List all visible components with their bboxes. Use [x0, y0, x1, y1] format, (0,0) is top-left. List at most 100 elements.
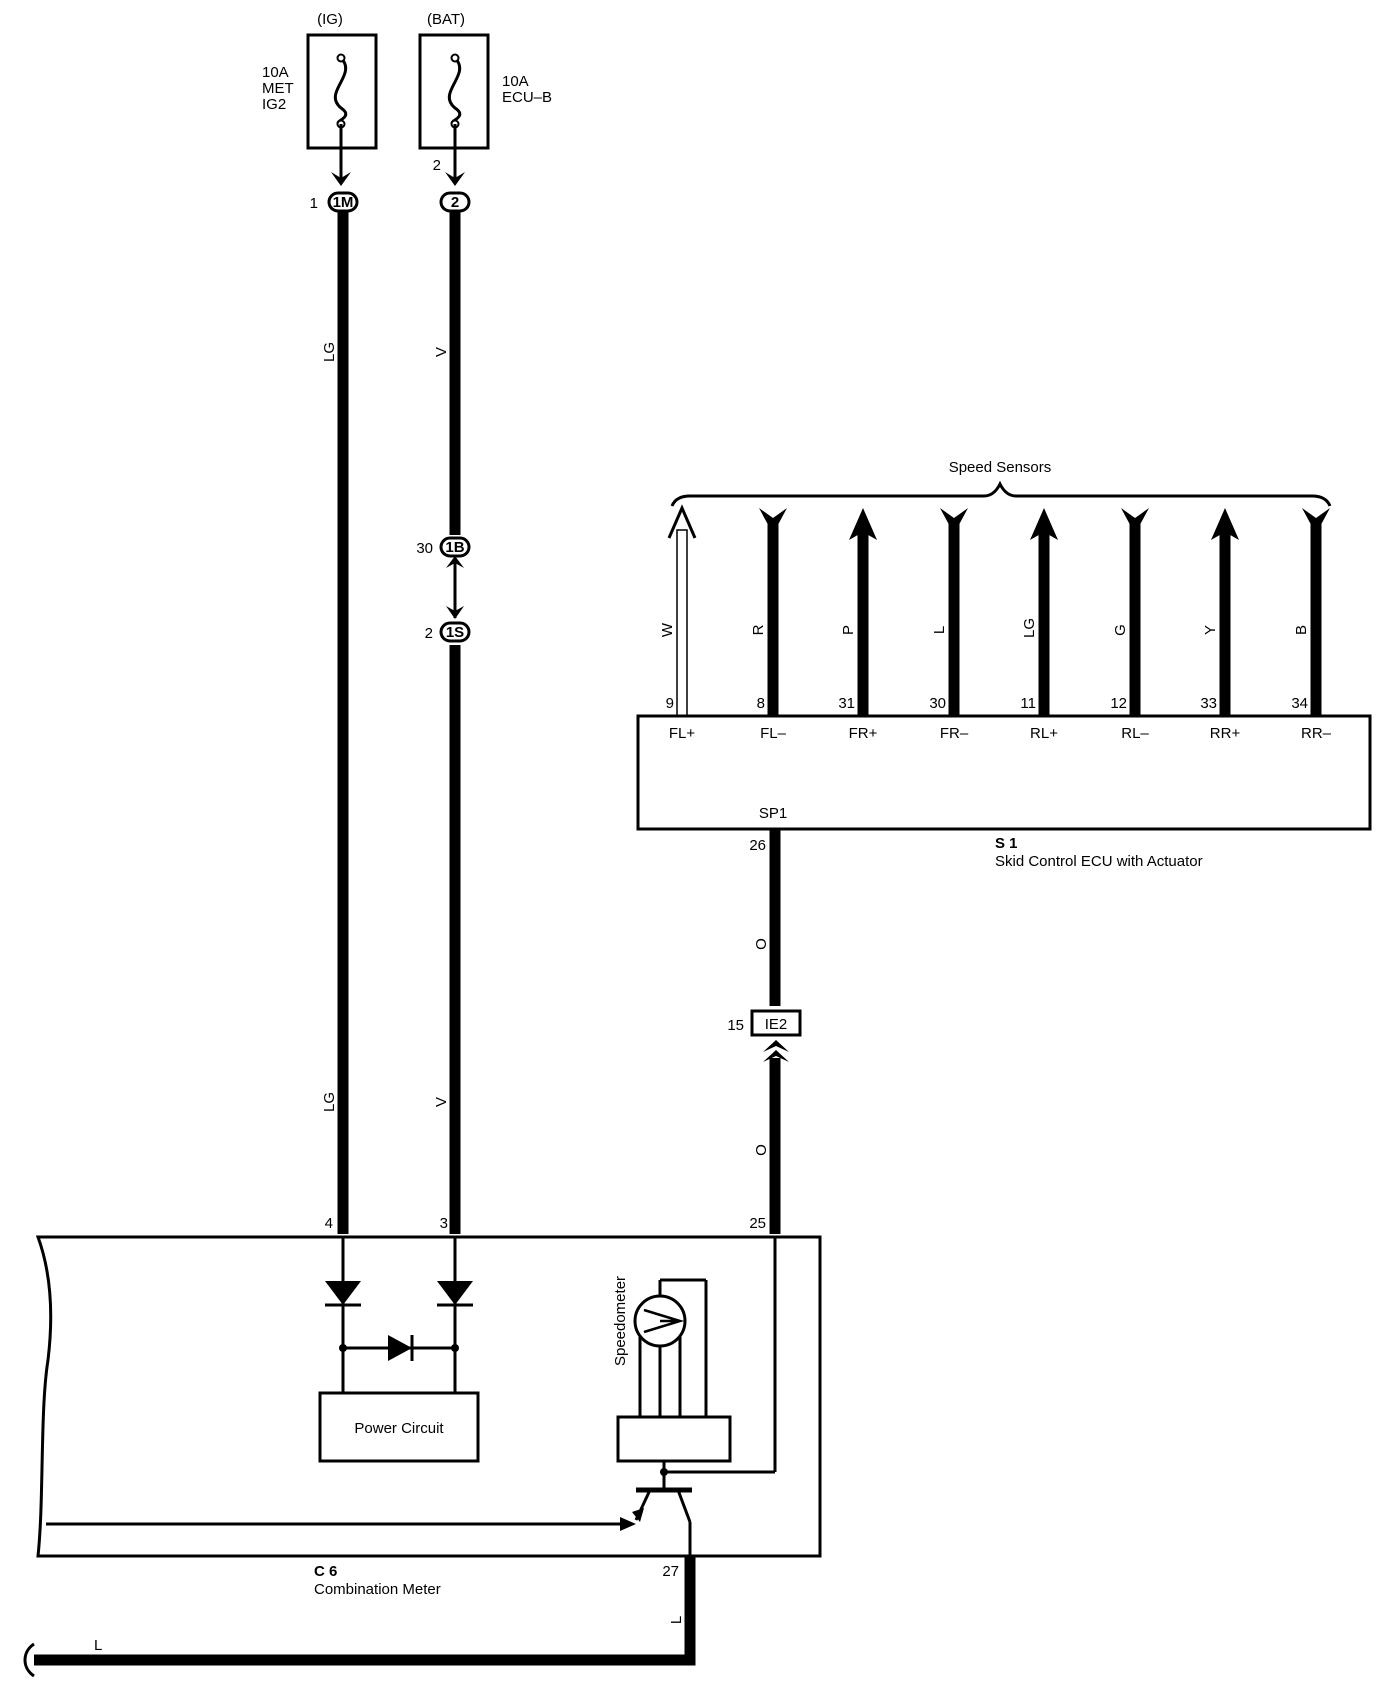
sensor-wire-color-label: LG	[1021, 618, 1038, 638]
arrow-up-icon	[763, 1040, 789, 1052]
fuse-bat-source-label: (BAT)	[427, 11, 465, 28]
ecu-output-pin: 26	[749, 837, 766, 854]
speedometer-driver-box	[616, 1415, 732, 1463]
diode-icon	[388, 1335, 412, 1361]
meter-pin-o: 25	[749, 1215, 766, 1232]
arrow-up-icon	[849, 508, 877, 540]
connector-1s-id: 1S	[446, 624, 464, 641]
arrow-down-icon	[446, 606, 464, 619]
ecu-terminal-labels: FL+ FL– FR+ FR– RL+ RL– RR+ RR–	[669, 725, 1332, 742]
speed-sensors-title: Speed Sensors	[949, 459, 1052, 476]
speedometer-label: Speedometer	[612, 1276, 629, 1366]
wire-l	[34, 1556, 696, 1666]
arrow-down-icon	[759, 508, 787, 534]
skid-control-ecu: SP1 S 1 Skid Control ECU with Actuator	[636, 714, 1372, 870]
connector-1b-pin: 30	[416, 540, 433, 557]
transistor-icon	[632, 1487, 692, 1556]
sensor-pin-number: 30	[929, 695, 946, 712]
arrow-up-icon	[1211, 508, 1239, 540]
fuse-ig-label-1: 10A	[262, 64, 289, 81]
fuse-ig-source-label: (IG)	[317, 11, 343, 28]
fuse-bat-label-1: 10A	[502, 73, 529, 90]
ecu-terminal-label: FR+	[849, 725, 878, 742]
sensor-pin-number: 11	[1020, 695, 1036, 712]
fuse-bat-label-2: ECU–B	[502, 89, 552, 106]
sensor-wire-color-label: Y	[1202, 625, 1219, 635]
ecu-terminal-label: FL–	[760, 725, 787, 742]
sensor-wire-color-label: R	[750, 624, 767, 635]
sensor-wire-color-label: P	[840, 625, 857, 635]
speed-sensor-wires: W 9 R 8 P 31 L 30 LG 11 G 12 Y 33 B 34	[659, 504, 1330, 717]
speedometer: Speedometer	[612, 1276, 708, 1417]
ecu-terminal-label: RR–	[1301, 725, 1332, 742]
arrow-right-icon	[620, 1517, 636, 1531]
ecu-terminal-label: RL–	[1121, 725, 1149, 742]
diode-icon	[437, 1281, 473, 1305]
connector-1b: 1B 30	[416, 536, 471, 558]
sensor-wire-color-label: W	[659, 622, 676, 637]
sensor-pin-number: 31	[838, 695, 855, 712]
meter-pin-lg: 4	[325, 1215, 333, 1232]
connector-1b-id: 1B	[445, 539, 464, 556]
connector-1s-pin: 2	[425, 625, 433, 642]
connector-ie2: IE2 15	[727, 1009, 802, 1037]
meter-pin-l: 27	[662, 1563, 679, 1580]
sensor-wire-color-label: B	[1293, 625, 1310, 635]
connector-1m-id: 1M	[333, 194, 354, 211]
arrow-down-icon	[331, 172, 351, 186]
fuse-ecu-b: (BAT) 10A ECU–B	[418, 11, 552, 150]
arrow-down-icon	[445, 172, 465, 186]
wire-label-l-horizontal: L	[94, 1637, 102, 1654]
arrow-up-icon	[446, 556, 464, 568]
ecu-terminal-label: FR–	[940, 725, 969, 742]
wire-label-lg-upper: LG	[321, 342, 338, 362]
sensor-wire-color-label: L	[931, 626, 948, 634]
ecu-output-terminal: SP1	[759, 805, 787, 822]
meter-box	[35, 1235, 822, 1558]
connector-2: 2	[439, 191, 471, 213]
wire-label-v-lower: V	[433, 1097, 450, 1107]
fuse-ig-label-3: IG2	[262, 96, 286, 113]
power-circuit-box	[318, 1391, 480, 1463]
wire-break-icon	[23, 1642, 35, 1678]
fuse-met-ig2: (IG) 10A MET IG2	[262, 11, 378, 150]
connector-2-id: 2	[451, 194, 459, 211]
ecu-terminal-label: RR+	[1210, 725, 1241, 742]
wire-label-v-upper: V	[433, 347, 450, 357]
arrow-down-icon	[940, 508, 968, 534]
meter-pin-v: 3	[440, 1215, 448, 1232]
fuse-ig-label-2: MET	[262, 80, 294, 97]
wire-label-l-vertical: L	[668, 1616, 685, 1624]
wire-label-lg-lower: LG	[321, 1092, 338, 1112]
connector-1s: 1S 2	[425, 621, 471, 643]
power-circuit-label: Power Circuit	[354, 1420, 444, 1437]
connector-ie2-pin: 15	[727, 1017, 744, 1034]
speed-sensors-brace	[670, 480, 1332, 507]
sensor-wire-fl-plus	[676, 529, 688, 717]
ecu-code: S 1	[995, 835, 1018, 852]
wire-label-o-lower: O	[753, 1144, 770, 1156]
arrow-up-icon	[1030, 508, 1058, 540]
combination-meter: 4 3 25 Power Circuit Speedometer	[35, 1215, 822, 1598]
ecu-name: Skid Control ECU with Actuator	[995, 853, 1203, 870]
sensor-pin-number: 9	[666, 695, 674, 712]
arrow-up-icon	[667, 504, 697, 539]
diode-icon	[325, 1281, 361, 1305]
arrow-down-icon	[1121, 508, 1149, 534]
ecu-terminal-label: RL+	[1030, 725, 1058, 742]
sensor-pin-number: 12	[1110, 695, 1127, 712]
connector-ie2-id: IE2	[765, 1016, 788, 1033]
sensor-wire-color-label: G	[1112, 624, 1129, 636]
sensor-pin-number: 34	[1291, 695, 1308, 712]
sensor-pin-number: 8	[757, 695, 765, 712]
ecu-box	[636, 714, 1372, 831]
ecu-terminal-label: FL+	[669, 725, 696, 742]
meter-name: Combination Meter	[314, 1581, 441, 1598]
arrow-down-icon	[1302, 508, 1330, 534]
sensor-pin-number: 33	[1200, 695, 1217, 712]
meter-code: C 6	[314, 1563, 337, 1580]
wire-label-o-upper: O	[753, 938, 770, 950]
connector-1m-pin: 1	[310, 195, 318, 212]
connector-ie2-box	[750, 1009, 802, 1037]
